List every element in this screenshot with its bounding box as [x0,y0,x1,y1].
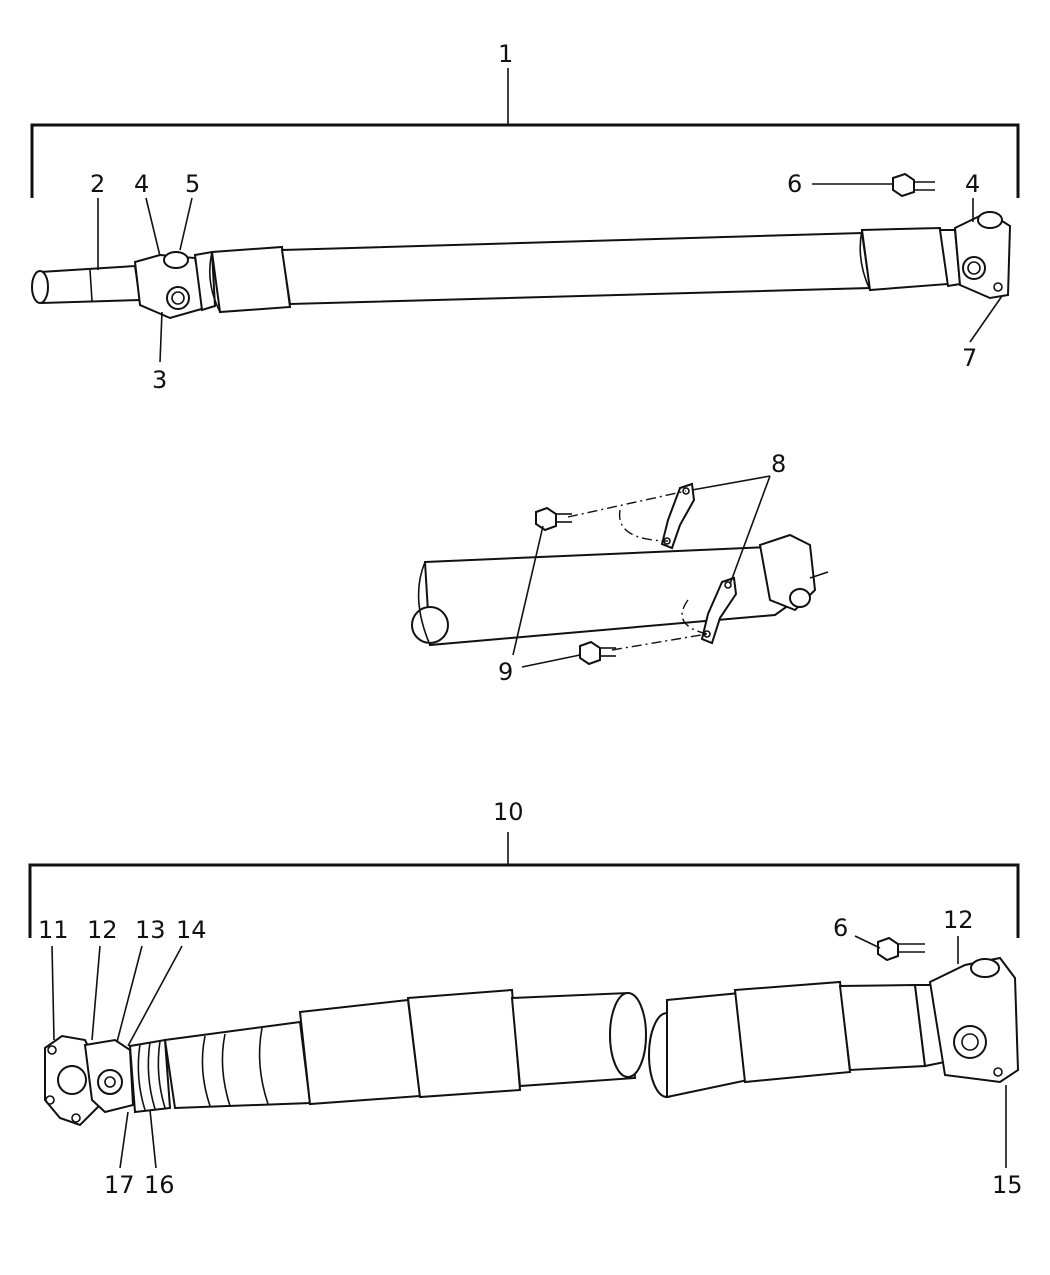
front-driveshaft-assembly [30,68,1020,320]
callout-5: 5 [185,170,200,198]
callout-16: 16 [144,1171,175,1199]
callout-4-top-right: 4 [965,170,980,198]
callout-1: 1 [498,40,513,68]
callout-9: 9 [498,658,513,686]
callout-2: 2 [90,170,105,198]
callout-labels: 1 2 4 5 3 6 4 7 8 9 10 11 12 13 14 6 12 … [38,40,1023,1199]
center-bearing-strap-detail [411,482,829,666]
callout-3: 3 [152,366,167,394]
callout-10: 10 [493,798,524,826]
callout-12-left: 12 [87,916,118,944]
callout-12-right: 12 [943,906,974,934]
callout-14: 14 [176,916,207,944]
rear-driveshaft-assembly [28,832,1020,1127]
callout-8: 8 [771,450,786,478]
callout-11: 11 [38,916,69,944]
callout-6-bottom: 6 [833,914,848,942]
callout-6-top: 6 [787,170,802,198]
callout-4-top-left: 4 [134,170,149,198]
leader-lines [51,183,1007,1169]
callout-7: 7 [962,344,977,372]
callout-17: 17 [104,1171,135,1199]
callout-15: 15 [992,1171,1023,1199]
callout-13: 13 [135,916,166,944]
